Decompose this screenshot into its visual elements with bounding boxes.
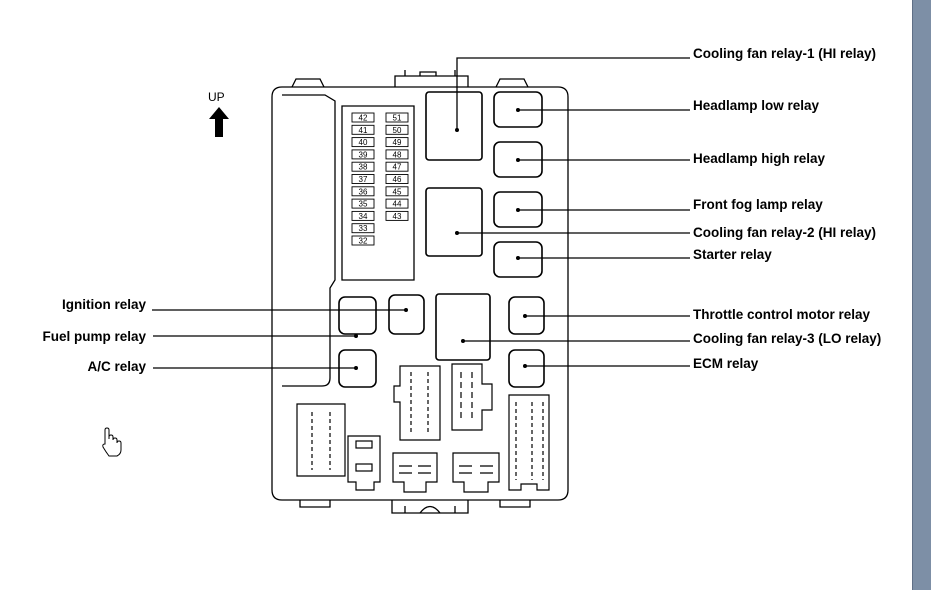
ignition-relay-block (388, 294, 425, 335)
cooling-fan-relay-1-block (425, 91, 483, 161)
fuse-slot (385, 174, 409, 184)
fuse-slot (351, 124, 375, 135)
cooling-fan-relay-3-block (435, 293, 491, 361)
label-headlamp-high-relay: Headlamp high relay (693, 151, 826, 166)
fuse-slot (385, 137, 409, 148)
connectors (296, 363, 550, 493)
fuse-slot (385, 112, 409, 123)
fuel-pump-relay-block (338, 296, 377, 335)
fuse-number: 41 (359, 126, 368, 135)
fuse-number: 43 (393, 212, 402, 221)
fuse-number: 33 (359, 224, 368, 233)
label-ignition-relay: Ignition relay (62, 297, 147, 312)
fuse-number: 35 (359, 200, 368, 209)
label-cooling-fan-relay-2: Cooling fan relay-2 (HI relay) (693, 225, 876, 240)
fuse-number: 37 (359, 175, 368, 184)
fuse-number: 34 (359, 212, 368, 221)
fuse-number: 47 (393, 163, 402, 172)
fuse-number: 49 (393, 138, 402, 147)
fuse-number: 45 (393, 187, 402, 196)
fuse-slot (385, 161, 409, 172)
relays (338, 91, 545, 388)
fuse-slot (385, 186, 409, 197)
fuse-block: 42 41 40 39 38 37 36 35 34 33 32 51 50 49 48 47 46 45 44 4… (351, 112, 409, 246)
leader-dots (354, 108, 527, 370)
up-arrow-icon (209, 107, 229, 137)
fuse-slot (351, 149, 375, 160)
fuse-number: 39 (359, 150, 368, 159)
fuse-slot (351, 186, 375, 197)
label-cooling-fan-relay-1: Cooling fan relay-1 (HI relay) (693, 46, 876, 61)
fuse-slot (385, 198, 409, 209)
fuse-number: 42 (359, 114, 368, 123)
fuse-slot (385, 210, 409, 221)
fuse-slot (351, 137, 375, 148)
ecm-relay-block (508, 349, 545, 388)
fuse-slot (351, 223, 375, 234)
hand-pointer-icon (102, 427, 122, 457)
fuse-slot (351, 198, 375, 209)
fuse-slot (385, 124, 409, 135)
fuse-box-outline (271, 70, 569, 514)
fuse-number: 32 (359, 237, 368, 246)
starter-relay-block (493, 241, 543, 278)
up-label: UP (208, 90, 225, 104)
leader-lines (152, 57, 690, 369)
label-cooling-fan-relay-3: Cooling fan relay-3 (LO relay) (693, 331, 881, 346)
fuse-number: 46 (393, 175, 402, 184)
fuse-slot (385, 149, 409, 160)
label-ecm-relay: ECM relay (693, 356, 759, 371)
fuse-number: 51 (393, 114, 402, 123)
vertical-scrollbar[interactable] (912, 0, 931, 590)
fuse-number: 38 (359, 163, 368, 172)
fuse-slot (351, 161, 375, 172)
label-fuel-pump-relay: Fuel pump relay (42, 329, 146, 344)
label-front-fog-lamp-relay: Front fog lamp relay (693, 197, 823, 212)
cooling-fan-relay-2-block (425, 187, 483, 257)
label-starter-relay: Starter relay (693, 247, 772, 262)
fuse-number: 36 (359, 187, 368, 196)
fuse-slot (351, 210, 375, 221)
fuse-slot (351, 174, 375, 184)
label-ac-relay: A/C relay (87, 359, 146, 374)
fuse-slot (351, 112, 375, 123)
fuse-number: 40 (359, 138, 368, 147)
label-headlamp-low-relay: Headlamp low relay (693, 98, 820, 113)
label-throttle-control-motor-relay: Throttle control motor relay (693, 307, 871, 322)
fuse-number: 50 (393, 126, 402, 135)
fuse-number: 44 (393, 200, 402, 209)
fuse-number: 48 (393, 150, 402, 159)
fuse-slot (351, 235, 375, 246)
